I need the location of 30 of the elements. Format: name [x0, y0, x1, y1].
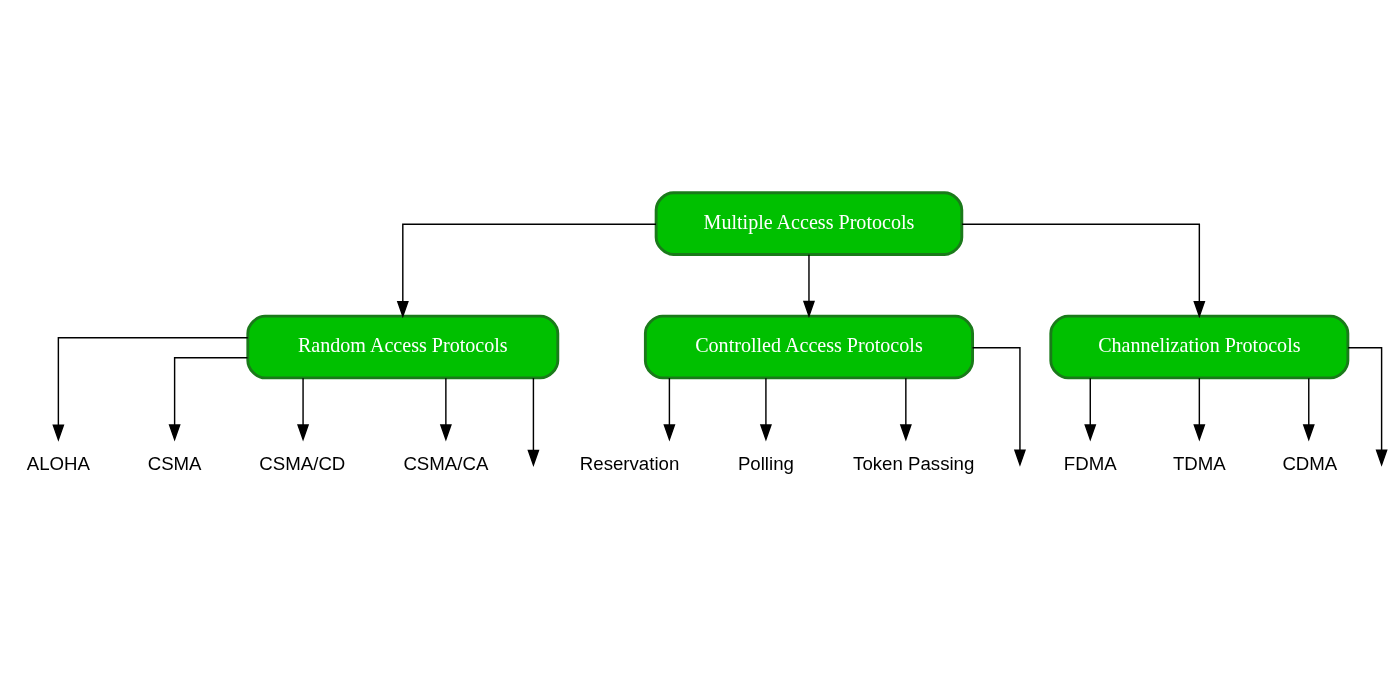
- arrow: [759, 376, 772, 441]
- arrow: [1084, 376, 1097, 441]
- node-text: CSMA/CA: [403, 452, 489, 474]
- node-text: CDMA: [1282, 452, 1338, 474]
- node-box: Controlled Access Protocols: [643, 314, 974, 379]
- arrow: [168, 356, 249, 442]
- node-box: Random Access Protocols: [246, 314, 560, 379]
- arrow: [899, 376, 912, 441]
- arrow: [802, 253, 815, 318]
- arrow: [1302, 376, 1315, 441]
- node-text: Reservation: [579, 452, 680, 474]
- node-text: CSMA: [147, 452, 202, 474]
- node-text: CSMA/CD: [259, 452, 346, 474]
- arrow: [439, 376, 452, 441]
- arrow: [1347, 346, 1388, 467]
- node-text: TDMA: [1172, 452, 1226, 474]
- arrow: [961, 223, 1206, 318]
- arrow: [663, 376, 676, 441]
- arrow: [52, 336, 249, 442]
- arrow: [527, 376, 540, 467]
- node-text: Token Passing: [853, 452, 975, 474]
- node-text: FDMA: [1063, 452, 1117, 474]
- arrow: [1193, 376, 1206, 441]
- arrow: [396, 223, 657, 318]
- node-text: Polling: [737, 452, 794, 474]
- arrow: [297, 376, 310, 441]
- node-box: Multiple Access Protocols: [654, 190, 964, 256]
- node-text: ALOHA: [26, 452, 90, 474]
- node-box: Channelization Protocols: [1049, 314, 1350, 379]
- arrow: [971, 346, 1026, 467]
